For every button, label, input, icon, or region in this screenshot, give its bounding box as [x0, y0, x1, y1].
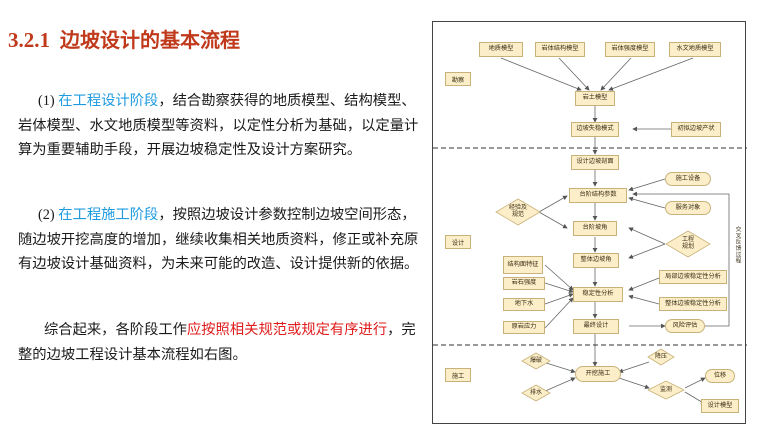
node-overall-stability: 整体边坡稳定性分析	[659, 297, 727, 311]
paragraph-construction-stage: (2) 在工程施工阶段，按照边坡设计参数控制边坡空间形态，随边坡开挖高度的增加，…	[18, 203, 420, 277]
diamond-engineering-line1: 工程	[681, 236, 694, 244]
feedback-label: 交叉反馈过程	[734, 226, 740, 264]
node-local-stability: 局部边坡稳定性分析	[659, 270, 727, 284]
section-number: 3.2.1	[8, 28, 50, 52]
node-construction-equipment: 施工设备	[665, 172, 711, 186]
node-hydro-model: 水文地质模型	[669, 42, 721, 57]
highlight-design-stage: 在工程设计阶段	[58, 93, 159, 109]
node-final-design: 最终设计	[573, 319, 619, 334]
node-service-object: 服务对象	[665, 201, 711, 215]
node-rock-structure-model: 岩体结构模型	[535, 42, 585, 57]
node-bench-angle: 台阶坡角	[573, 221, 617, 236]
node-design-profile: 设计边坡剖面	[571, 155, 619, 170]
stage-survey: 勘察	[445, 72, 471, 86]
diamond-drainage: 排水	[521, 384, 551, 402]
paragraph-design-stage: (1) 在工程设计阶段，结合勘察获得的地质模型、结构模型、岩体模型、水文地质模型…	[18, 89, 420, 163]
node-rock-strength-param: 岩石强度	[503, 277, 545, 290]
diamond-engineering: 工程规划	[665, 230, 711, 258]
node-stability-analysis: 稳定性分析	[573, 287, 623, 302]
diamond-monitoring: 监测	[647, 380, 685, 400]
page-title: 3.2.1 边坡设计的基本流程	[8, 24, 240, 53]
connector-lines	[500, 57, 730, 405]
node-initial-shape: 初拟边坡产状	[671, 122, 721, 137]
paragraph-summary: 综合起来，各阶段工作应按照相关规范或规定有序进行，完整的边坡工程设计基本流程如右…	[18, 318, 420, 367]
stage-dividers	[433, 147, 747, 346]
node-design-model: 设计模型	[701, 399, 739, 413]
node-excavation: 开挖施工	[575, 366, 621, 382]
paragraph-body: ，结合勘察获得的地质模型、结构模型、岩体模型、水文地质模型等资料，以定性分析为基…	[18, 93, 419, 159]
node-groundwater: 地下水	[503, 298, 545, 311]
diamond-experience: 经验及规范	[495, 198, 541, 226]
summary-after: ，完整的边坡工程设计基本流程如右图。	[18, 322, 416, 363]
node-overall-angle: 整体边坡角	[573, 253, 619, 268]
diamond-engineering-line2: 规划	[681, 243, 694, 250]
stage-design: 设计	[445, 235, 471, 249]
paragraph-lead: (2)	[38, 207, 59, 223]
diamond-experience-line2: 规范	[511, 211, 524, 218]
summary-before: 综合起来，各阶段工作	[44, 322, 187, 338]
diamond-blasting: 爆破	[521, 352, 551, 370]
section-title: 边坡设计的基本流程	[60, 28, 240, 52]
node-location: 位移	[705, 369, 735, 383]
diamond-experience-line1: 经验及	[508, 204, 527, 212]
highlight-construction-stage: 在工程施工阶段	[58, 207, 159, 223]
diamond-unloading: 降压	[647, 348, 675, 366]
node-failure-mode: 边坡失稳模式	[571, 122, 619, 137]
node-geology-model: 地质模型	[479, 42, 523, 57]
stage-construction: 施工	[445, 368, 471, 382]
flowchart-diagram: 勘察 设计 施工 地质模型 岩体结构模型 岩体强度模型 水文地质模型 岩土模型 …	[432, 21, 747, 424]
node-bench-params: 台阶结构参数	[569, 188, 627, 203]
node-structural-plane: 结构面特征	[503, 256, 543, 274]
paragraph-body: ，按照边坡设计参数控制边坡空间形态，随边坡开挖高度的增加，继续收集相关地质资料，…	[18, 207, 419, 273]
node-rock-strength-model: 岩体强度模型	[605, 42, 655, 57]
node-rock-soil-model: 岩土模型	[575, 91, 615, 106]
summary-red-text: 应按照相关规范或规定有序进行	[186, 322, 388, 338]
flowchart-connectors	[433, 57, 747, 405]
node-in-situ-stress: 原岩应力	[503, 321, 545, 334]
paragraph-lead: (1)	[38, 93, 59, 109]
node-risk-assessment: 风险评估	[665, 319, 705, 333]
